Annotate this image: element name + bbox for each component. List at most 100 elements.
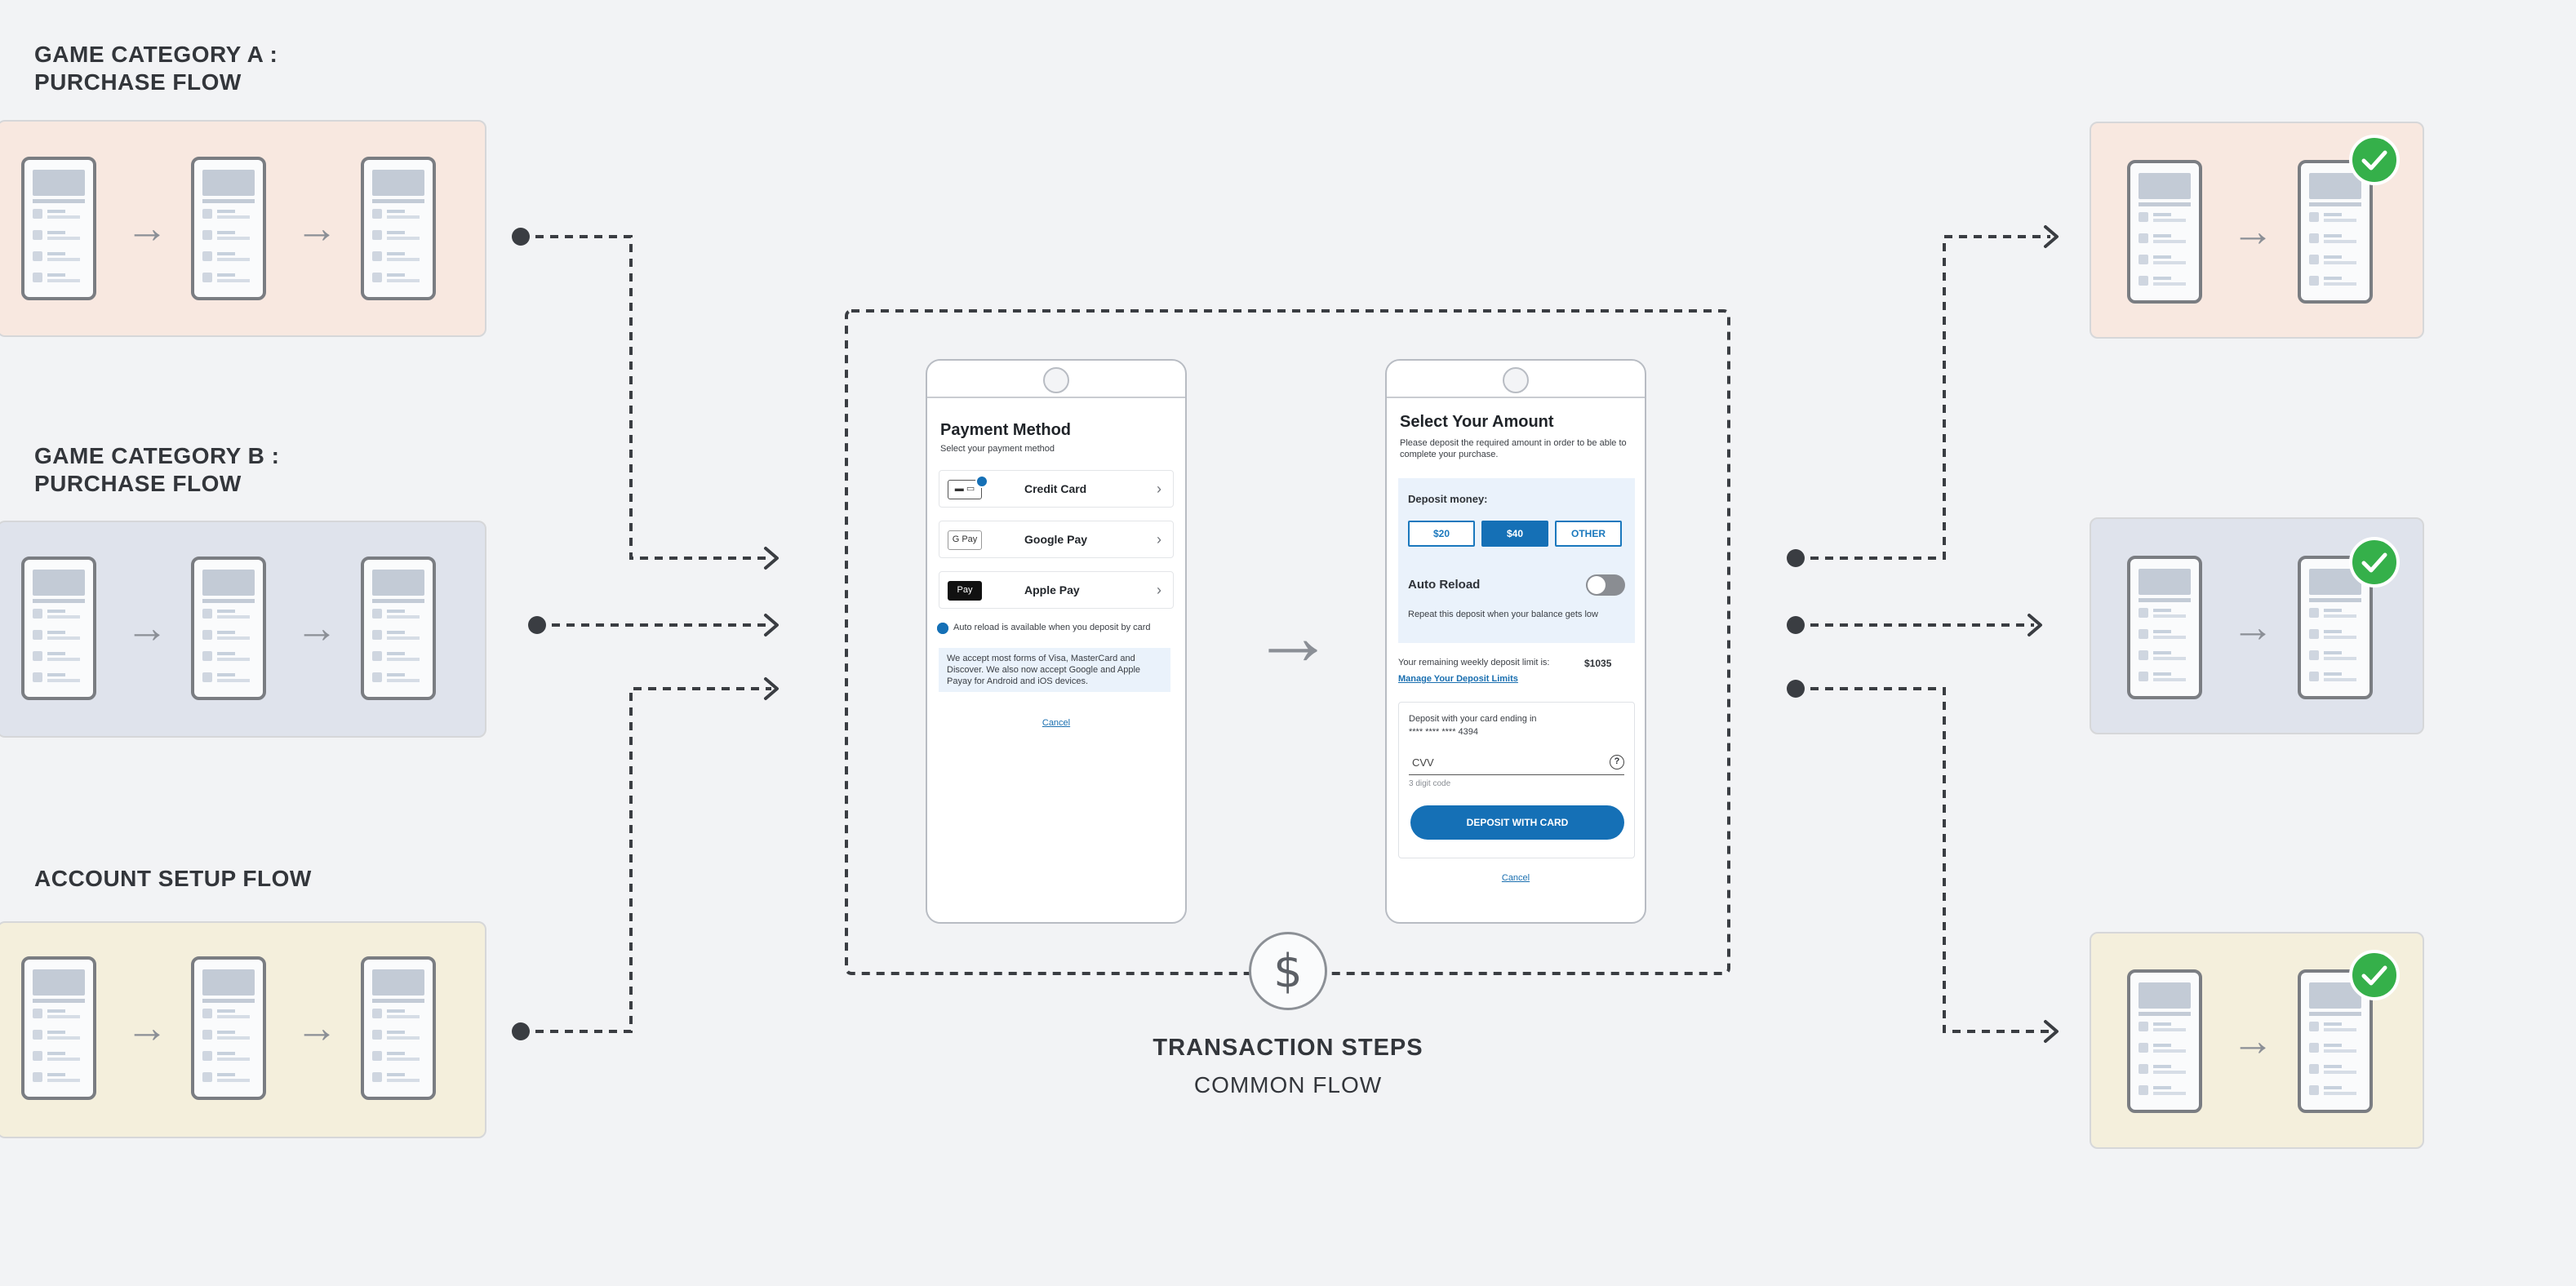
list-thumb (2309, 276, 2319, 286)
payment-option-google-pay[interactable]: G Pay Google Pay › (939, 521, 1174, 558)
text-line (2153, 219, 2186, 222)
list-thumb (2139, 650, 2148, 660)
text-line (2324, 1071, 2356, 1074)
list-thumb (2139, 1064, 2148, 1074)
success-check-icon (2349, 950, 2400, 1000)
bar-placeholder (2139, 598, 2191, 602)
list-thumb (202, 273, 212, 282)
text-line (2324, 636, 2356, 639)
text-line (387, 252, 405, 255)
selected-badge-icon (975, 475, 988, 488)
text-line (387, 1009, 405, 1013)
bar-placeholder (33, 999, 85, 1003)
text-line (2324, 609, 2342, 612)
payment-option-credit-card[interactable]: ▬ ▭ Credit Card › (939, 470, 1174, 508)
list-thumb (372, 672, 382, 682)
arrow-right-icon: → (2232, 208, 2274, 255)
text-line (47, 279, 80, 282)
text-line (2153, 277, 2171, 280)
list-thumb (2139, 608, 2148, 618)
text-line (217, 1009, 235, 1013)
text-line (2153, 1065, 2171, 1068)
text-line (387, 237, 420, 240)
text-line (2324, 1065, 2342, 1068)
text-line (47, 610, 65, 613)
text-line (217, 636, 250, 640)
connector-dot (1787, 549, 1805, 567)
bar-placeholder (202, 199, 255, 203)
list-thumb (202, 651, 212, 661)
bar-placeholder (202, 999, 255, 1003)
text-line (387, 1036, 420, 1040)
manage-deposit-limits-link[interactable]: Manage Your Deposit Limits (1398, 674, 1518, 684)
text-line (2153, 282, 2186, 286)
bar-placeholder (202, 599, 255, 603)
text-line (2153, 672, 2171, 676)
help-icon[interactable]: ? (1610, 755, 1624, 769)
text-line (2153, 1092, 2186, 1095)
text-line (2153, 630, 2171, 633)
list-thumb (33, 1009, 42, 1018)
text-line (2153, 261, 2186, 264)
text-line (2153, 636, 2186, 639)
list-thumb (33, 1030, 42, 1040)
flow-title-line: PURCHASE FLOW (34, 69, 242, 95)
card-text: Deposit with your card ending in (1409, 714, 1537, 724)
text-line (2324, 282, 2356, 286)
list-thumb (202, 630, 212, 640)
select-amount-screen: Select Your Amount Please deposit the re… (1385, 359, 1646, 924)
wireframe-screen (361, 557, 436, 700)
list-thumb (2309, 212, 2319, 222)
amount-40-button[interactable]: $40 (1481, 521, 1548, 547)
text-line (47, 1073, 65, 1076)
text-line (47, 210, 65, 213)
text-line (2324, 651, 2342, 654)
list-thumb (2139, 212, 2148, 222)
amount-20-button[interactable]: $20 (1408, 521, 1475, 547)
text-line (2324, 277, 2342, 280)
list-thumb (202, 251, 212, 261)
text-line (387, 1015, 420, 1018)
text-line (47, 1079, 80, 1082)
image-placeholder (202, 170, 255, 196)
text-line (2324, 614, 2356, 618)
success-check-icon (2349, 135, 2400, 185)
list-thumb (2309, 672, 2319, 681)
text-line (387, 652, 405, 655)
phone-camera (1043, 367, 1069, 393)
text-line (2153, 1044, 2171, 1047)
text-line (2153, 1086, 2171, 1089)
cancel-link[interactable]: Cancel (1501, 873, 1530, 883)
text-line (387, 258, 420, 261)
card-number-masked: **** **** **** 4394 (1409, 727, 1479, 737)
text-line (2153, 1028, 2186, 1031)
text-line (217, 673, 235, 676)
text-line (217, 610, 235, 613)
info-icon (937, 623, 948, 634)
flow-title-line: PURCHASE FLOW (34, 471, 242, 496)
deposit-with-card-button[interactable]: DEPOSIT WITH CARD (1410, 805, 1624, 840)
auto-reload-label: Auto Reload (1408, 578, 1481, 592)
list-thumb (202, 1072, 212, 1082)
list-thumb (2309, 650, 2319, 660)
phone-camera (1503, 367, 1529, 393)
text-line (217, 215, 250, 219)
bar-placeholder (372, 999, 424, 1003)
text-line (217, 237, 250, 240)
cvv-input[interactable]: CVV ? (1409, 750, 1624, 775)
arrow-right-icon: → (126, 605, 168, 652)
list-thumb (33, 1051, 42, 1061)
list-thumb (2309, 608, 2319, 618)
arrow-right-icon: → (2232, 1018, 2274, 1065)
wireframe-screen (191, 557, 266, 700)
chevron-right-icon: › (1157, 481, 1161, 497)
flow-title-line: GAME CATEGORY B : (34, 443, 280, 468)
cancel-link[interactable]: Cancel (1042, 718, 1071, 728)
text-line (217, 1073, 235, 1076)
text-line (2324, 261, 2356, 264)
list-thumb (372, 209, 382, 219)
text-line (2324, 1044, 2342, 1047)
auto-reload-toggle[interactable] (1586, 574, 1625, 596)
amount-other-button[interactable]: OTHER (1555, 521, 1622, 547)
payment-option-apple-pay[interactable]: Pay Apple Pay › (939, 571, 1174, 609)
